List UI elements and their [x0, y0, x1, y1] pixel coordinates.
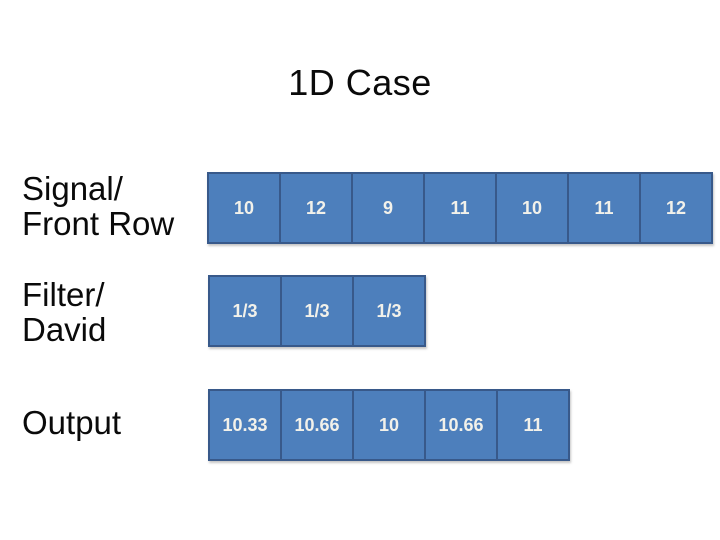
output-cell: 10.33 [208, 389, 282, 461]
signal-cell: 11 [567, 172, 641, 244]
filter-row-label: Filter/ David [22, 277, 106, 347]
signal-row: 10 12 9 11 10 11 12 [207, 172, 713, 244]
output-cell: 10.66 [280, 389, 354, 461]
signal-cell: 11 [423, 172, 497, 244]
signal-cell: 12 [279, 172, 353, 244]
signal-label-line2: Front Row [22, 205, 175, 242]
signal-cell: 10 [207, 172, 281, 244]
output-row: 10.33 10.66 10 10.66 11 [208, 389, 570, 461]
filter-label-line2: David [22, 311, 107, 348]
slide-title: 1D Case [288, 62, 432, 103]
signal-cell: 10 [495, 172, 569, 244]
output-cell: 10 [352, 389, 426, 461]
output-row-label: Output [22, 405, 121, 440]
output-label-line1: Output [22, 404, 122, 441]
signal-cell: 12 [639, 172, 713, 244]
output-cell: 10.66 [424, 389, 498, 461]
signal-label-line1: Signal/ [22, 170, 123, 207]
output-cell: 11 [496, 389, 570, 461]
filter-cell: 1/3 [280, 275, 354, 347]
signal-cell: 9 [351, 172, 425, 244]
filter-label-line1: Filter/ [22, 276, 105, 313]
filter-cell: 1/3 [208, 275, 282, 347]
filter-row: 1/3 1/3 1/3 [208, 275, 426, 347]
signal-row-label: Signal/ Front Row [22, 171, 174, 241]
filter-cell: 1/3 [352, 275, 426, 347]
